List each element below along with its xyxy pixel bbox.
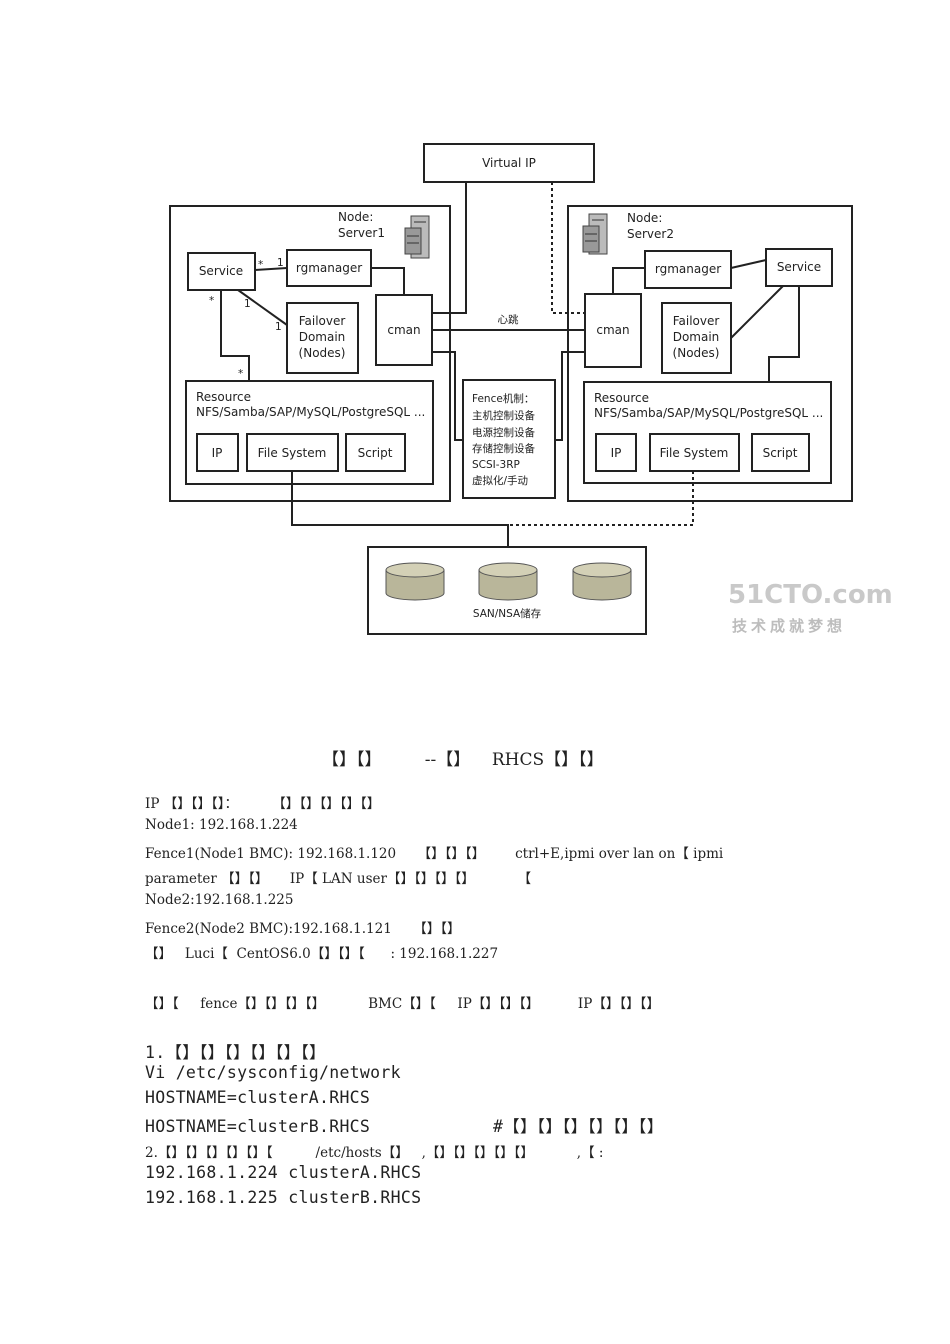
script-box-1 [345, 433, 406, 472]
code-line: 1.【】【】【】【】【】【】 [145, 1043, 326, 1062]
watermark-logo: 51CTO.com [728, 580, 893, 610]
script-label-2: Script [763, 446, 798, 460]
cman-box-1 [375, 294, 433, 366]
cman-label-1: cman [387, 323, 420, 337]
node1-name: Server1 [338, 226, 385, 240]
mult-one-1a: 1 [277, 257, 284, 269]
node2-name: Server2 [627, 227, 674, 241]
node2-label: Node: [627, 211, 662, 225]
text-line: 【】 Luci【 CentOS6.0【】【】【 : 192.168.1.227 [145, 946, 499, 962]
rgmanager-label-2: rgmanager [655, 262, 721, 276]
cluster-connectors [291, 182, 585, 547]
server-icon [404, 215, 430, 259]
fence-line-4: SCSI-3RP [472, 459, 520, 471]
failover-label-2b: Domain [673, 330, 720, 344]
service-label-1: Service [199, 264, 243, 278]
script-label-1: Script [358, 446, 393, 460]
failover-label-2a: Failover [673, 314, 720, 328]
cman-label-2: cman [596, 323, 629, 337]
mult-one-1b: 1 [244, 298, 251, 310]
virtual-ip-label: Virtual IP [482, 156, 536, 170]
failover-label-2c: (Nodes) [673, 346, 720, 360]
mult-star-1b: * [209, 295, 214, 307]
code-line: HOSTNAME=clusterB.RHCS #【】【】【】【】【】【】 [145, 1117, 664, 1136]
ip-box-1 [196, 433, 239, 472]
fence-line-5: 虚拟化/手动 [472, 474, 528, 487]
service-label-2: Service [777, 260, 821, 274]
node2-connectors [612, 259, 800, 382]
text-line: Node2:192.168.1.225 [145, 892, 294, 908]
fence-line-1: 主机控制设备 [472, 409, 535, 422]
disk-icon [478, 562, 538, 601]
ip-label-2: IP [611, 446, 622, 460]
storage-label: SAN/NSA储存 [473, 607, 542, 620]
document-title: 【】【】 --【】 RHCS【】【】 [322, 750, 604, 770]
text-line: Fence2(Node2 BMC):192.168.1.121 【】【】 [145, 921, 461, 937]
cman-box-2 [584, 293, 642, 368]
resource-title-2: Resource [594, 391, 649, 405]
resource-list-2: NFS/Samba/SAP/MySQL/PostgreSQL ... [594, 406, 823, 420]
rgmanager-box-2 [644, 250, 732, 289]
server-icon [582, 213, 608, 255]
code-line: 192.168.1.225 clusterB.RHCS [145, 1188, 422, 1207]
text-line: Fence1(Node1 BMC): 192.168.1.120 【】【】【】 … [145, 846, 724, 862]
ip-label-1: IP [212, 446, 223, 460]
mult-one-1c: 1 [275, 321, 282, 333]
fence-line-3: 存储控制设备 [472, 442, 535, 455]
text-line: 【】【 fence【】【】【】【】 BMC【】【 IP【】【】【】 IP【】【】… [145, 996, 660, 1012]
virtual-ip-box [423, 143, 595, 183]
code-line: Vi /etc/sysconfig/network [145, 1063, 401, 1082]
failover-box-1 [286, 302, 359, 374]
file-system-label-1: File System [258, 446, 327, 460]
text-line: IP 【】【】【】： 【】【】【】【】【】 [145, 796, 381, 812]
resource-list-1: NFS/Samba/SAP/MySQL/PostgreSQL ... [196, 405, 425, 419]
disk-icon [572, 562, 632, 601]
file-system-box-2 [649, 433, 740, 472]
rgmanager-label-1: rgmanager [296, 261, 362, 275]
text-line: Node1: 192.168.1.224 [145, 817, 298, 833]
failover-label-1a: Failover [299, 314, 346, 328]
failover-label-1b: Domain [299, 330, 346, 344]
fence-line-0: Fence机制： [472, 392, 534, 405]
watermark-slogan: 技术成就梦想 [732, 617, 846, 635]
heartbeat-label: 心跳 [498, 313, 519, 326]
failover-label-1c: (Nodes) [299, 346, 346, 360]
code-line: HOSTNAME=clusterA.RHCS [145, 1088, 371, 1107]
node1-connectors [220, 267, 405, 381]
node1-label: Node: [338, 210, 373, 224]
disk-icon [385, 562, 445, 601]
failover-box-2 [661, 302, 732, 374]
standby-connectors [508, 182, 694, 526]
service-box-2 [765, 248, 833, 287]
text-line: 2.【】【】【】【】【】【 /etc/hosts【】 ,【】【】【】【】【】 ,… [145, 1145, 604, 1161]
file-system-label-2: File System [660, 446, 729, 460]
text-line: parameter 【】【】 IP【 LAN user【】【】【】【】 【 [145, 871, 532, 887]
script-box-2 [751, 433, 810, 472]
rgmanager-box-1 [286, 249, 372, 287]
fence-line-2: 电源控制设备 [472, 426, 535, 439]
mult-star-1c: * [238, 368, 243, 380]
ip-box-2 [595, 433, 637, 472]
mult-star-1a: * [258, 259, 263, 271]
file-system-box-1 [246, 433, 339, 472]
resource-title-1: Resource [196, 390, 251, 404]
code-line: 192.168.1.224 clusterA.RHCS [145, 1163, 422, 1182]
rhcs-architecture-diagram: Virtual IP Node: Server1 Service rgmanag… [169, 143, 893, 635]
